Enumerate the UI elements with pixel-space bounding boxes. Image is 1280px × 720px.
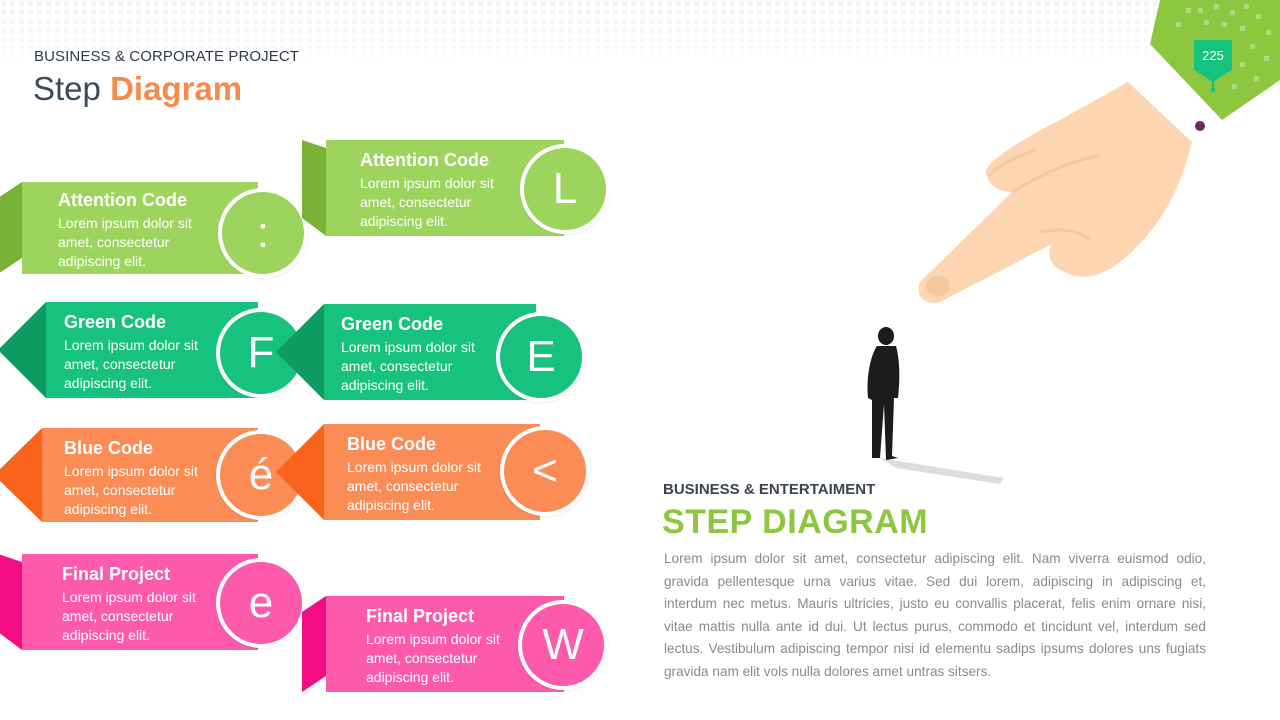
- step-fold: [276, 304, 324, 400]
- header-subtitle: BUSINESS & CORPORATE PROJECT: [34, 48, 300, 65]
- step-letter-badge: W: [518, 600, 608, 690]
- step-description: Lorem ipsum dolor sit amet, consectetur …: [347, 459, 481, 513]
- step-description: Lorem ipsum dolor sit amet, consectetur …: [64, 337, 198, 391]
- section-title: STEP DIAGRAM: [662, 503, 929, 541]
- step-letter-badge: :: [218, 188, 308, 278]
- step-letter-badge: E: [496, 312, 586, 402]
- step-description: Lorem ipsum dolor sit amet, consectetur …: [58, 215, 192, 269]
- step-description: Lorem ipsum dolor sit amet, consectetur …: [341, 339, 475, 393]
- step-description: Lorem ipsum dolor sit amet, consectetur …: [64, 463, 198, 517]
- step-fold: [0, 182, 22, 273]
- step-fold: [302, 596, 326, 692]
- section-body: Lorem ipsum dolor sit amet, consectetur …: [664, 551, 1206, 679]
- step-fold: [0, 428, 42, 522]
- pointing-hand-icon: [918, 82, 1192, 303]
- step-description: Lorem ipsum dolor sit amet, consectetur …: [360, 175, 494, 229]
- cuff-button: [1195, 121, 1205, 131]
- step-fold: [0, 302, 46, 398]
- title-plain: Step: [33, 70, 111, 107]
- step-fold: [0, 554, 22, 650]
- step-letter-badge: e: [216, 558, 306, 648]
- step-letter-badge: L: [520, 144, 610, 234]
- step-title: Green Code: [341, 314, 444, 334]
- section-subtitle: BUSINESS & ENTERTAIMENT: [663, 481, 876, 498]
- title-accent: Diagram: [110, 70, 243, 107]
- step-fold: [276, 424, 324, 520]
- step-fold: [302, 140, 326, 236]
- step-title: Blue Code: [347, 434, 437, 454]
- step-title: Final Project: [62, 564, 171, 584]
- step-title: Attention Code: [58, 190, 187, 210]
- step-title: Blue Code: [64, 438, 154, 458]
- page-title: Step Diagram: [33, 70, 242, 108]
- step-title: Green Code: [64, 312, 167, 332]
- step-title: Attention Code: [360, 150, 489, 170]
- step-letter-badge: <: [500, 426, 590, 516]
- dot-pattern-background: [0, 0, 1280, 80]
- step-description: Lorem ipsum dolor sit amet, consectetur …: [366, 631, 500, 685]
- step-description: Lorem ipsum dolor sit amet, consectetur …: [62, 589, 196, 643]
- person-silhouette-icon: [867, 327, 1004, 484]
- step-title: Final Project: [366, 606, 475, 626]
- step-letter-badge: é: [216, 430, 306, 520]
